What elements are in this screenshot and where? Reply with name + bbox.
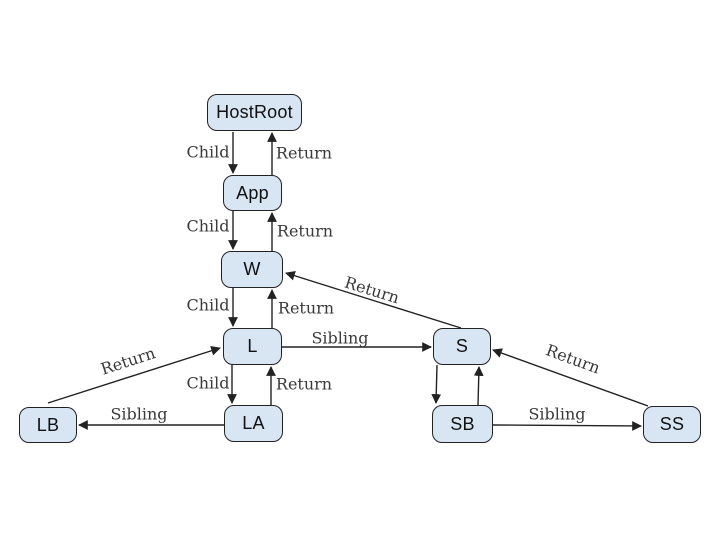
node-app: App <box>223 175 282 211</box>
edge-label-child-hostroot-app: Child <box>186 142 230 162</box>
edge-return-lb-l <box>47 346 221 404</box>
edge-sb-s <box>473 366 484 406</box>
node-lb: LB <box>19 407 77 443</box>
edge-label-sibling-l-s: Sibling <box>311 328 369 348</box>
node-sb: SB <box>432 405 493 443</box>
edge-label-sibling-sb-ss: Sibling <box>528 404 586 424</box>
edge-return-ss-s <box>492 348 649 407</box>
node-ss: SS <box>643 406 701 443</box>
edge-label-child-w-l: Child <box>186 295 230 315</box>
edge-label-return-app-hostroot: Return <box>275 143 333 163</box>
edge-label-return-la-l: Return <box>275 374 333 394</box>
edge-label-child-app-w: Child <box>186 216 230 236</box>
node-hostroot: HostRoot <box>207 94 302 131</box>
edge-label-sibling-la-lb: Sibling <box>110 404 168 424</box>
node-la: LA <box>224 405 283 442</box>
edge-return-s-w <box>285 270 462 329</box>
edge-label-return-l-w: Return <box>277 298 335 318</box>
node-s: S <box>433 328 491 365</box>
node-w: W <box>221 251 283 288</box>
edge-label-return-w-app: Return <box>276 221 334 241</box>
edge-sibling-sb-ss <box>492 421 642 431</box>
node-l: L <box>223 328 282 365</box>
edge-label-child-l-la: Child <box>186 373 230 393</box>
edge-s-sb <box>431 364 442 404</box>
